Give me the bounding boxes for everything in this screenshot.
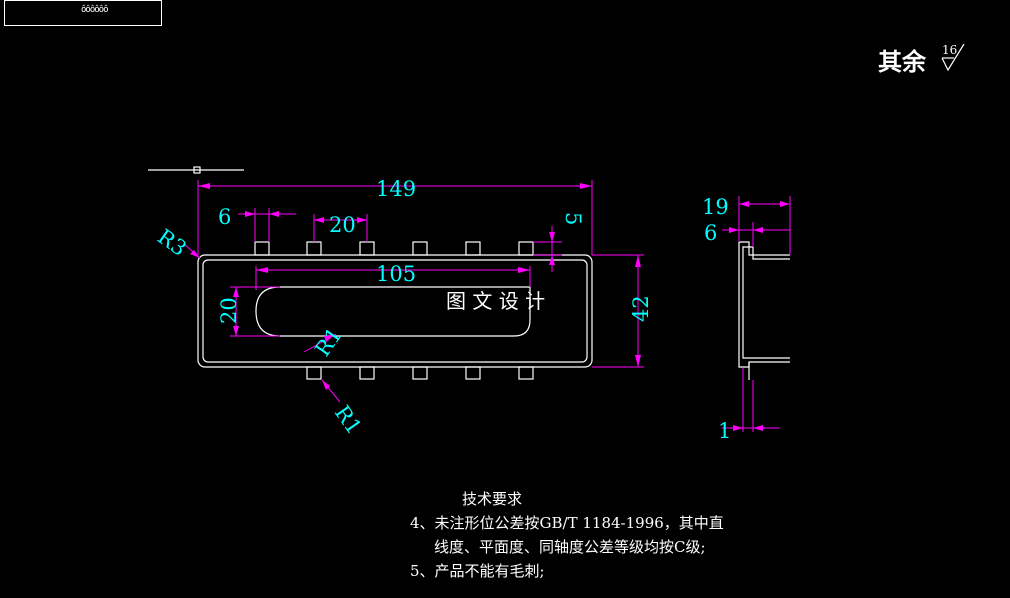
tab bbox=[254, 241, 270, 256]
dim-side-depth: 19 bbox=[702, 195, 729, 219]
tab bbox=[518, 366, 534, 380]
tab bbox=[306, 241, 322, 256]
slot-outline bbox=[255, 286, 531, 337]
bottom-tabs bbox=[306, 366, 534, 380]
dim-r3: R3 bbox=[153, 224, 201, 261]
side-view: 19 6 1 bbox=[702, 195, 791, 443]
dim-tab-radius: R1 bbox=[330, 401, 366, 439]
dim-slot-width: 20 bbox=[217, 297, 241, 324]
technical-requirements: 技术要求 4、未注形位公差按GB/T 1184-1996，其中直 线度、平面度、… bbox=[410, 487, 724, 583]
dim-20-pitch: 20 bbox=[313, 213, 368, 242]
dim-r1-slot: R1 bbox=[303, 323, 347, 361]
tab bbox=[412, 241, 428, 256]
leader-box bbox=[193, 166, 201, 174]
center-label: 图 文 设 计 bbox=[446, 289, 545, 313]
tab bbox=[412, 366, 428, 380]
top-tabs bbox=[254, 241, 534, 256]
tab bbox=[518, 241, 534, 256]
dim-tab-width: 6 bbox=[218, 205, 231, 229]
note-line-3: 5、产品不能有毛刺; bbox=[410, 562, 545, 580]
dim-slot-length: 105 bbox=[376, 262, 416, 286]
body-outline bbox=[197, 254, 593, 368]
dim-tab-height: 5 bbox=[561, 212, 585, 225]
dim-overall-length: 149 bbox=[376, 177, 416, 201]
dim-5: 5 bbox=[533, 212, 585, 272]
notes-title: 技术要求 bbox=[462, 490, 523, 508]
dim-inner-radius: R1 bbox=[310, 323, 346, 361]
tab bbox=[465, 366, 481, 380]
front-view: 149 6 20 bbox=[148, 166, 653, 439]
dim-6: 6 bbox=[218, 205, 296, 242]
tab bbox=[359, 366, 375, 380]
surface-roughness-note: 其余 bbox=[878, 42, 926, 77]
dim-side-lip: 6 bbox=[704, 221, 717, 245]
roughness-symbol-icon: 16 bbox=[941, 43, 965, 72]
title-block: ôôôôôô bbox=[4, 0, 162, 26]
dim-r1-tab: R1 bbox=[321, 379, 366, 439]
dim-105: 105 bbox=[255, 262, 531, 290]
title-block-code: ôôôôôô bbox=[81, 5, 108, 15]
dim-tab-pitch: 20 bbox=[329, 213, 356, 237]
note-line-2: 线度、平面度、同轴度公差等级均按C级; bbox=[434, 538, 706, 556]
tab bbox=[359, 241, 375, 256]
dim-corner-radius: R3 bbox=[153, 224, 191, 260]
side-outline-outer bbox=[738, 241, 790, 368]
note-line-1: 4、未注形位公差按GB/T 1184-1996，其中直 bbox=[410, 514, 724, 532]
dim-1: 1 bbox=[718, 368, 780, 443]
body-inner-outline bbox=[202, 259, 588, 363]
dim-thickness: 1 bbox=[718, 419, 731, 443]
dim-149: 149 bbox=[197, 177, 593, 255]
dim-20-slot: 20 bbox=[217, 286, 280, 337]
roughness-label: 其余 bbox=[878, 48, 926, 76]
dim-6-side: 6 bbox=[704, 221, 790, 247]
tab bbox=[465, 241, 481, 256]
side-outline-inner bbox=[742, 246, 790, 359]
dim-19: 19 bbox=[702, 195, 791, 255]
tab bbox=[306, 366, 322, 380]
roughness-value: 16 bbox=[942, 43, 957, 57]
dim-42: 42 bbox=[592, 254, 653, 368]
dim-overall-height: 42 bbox=[629, 295, 653, 322]
